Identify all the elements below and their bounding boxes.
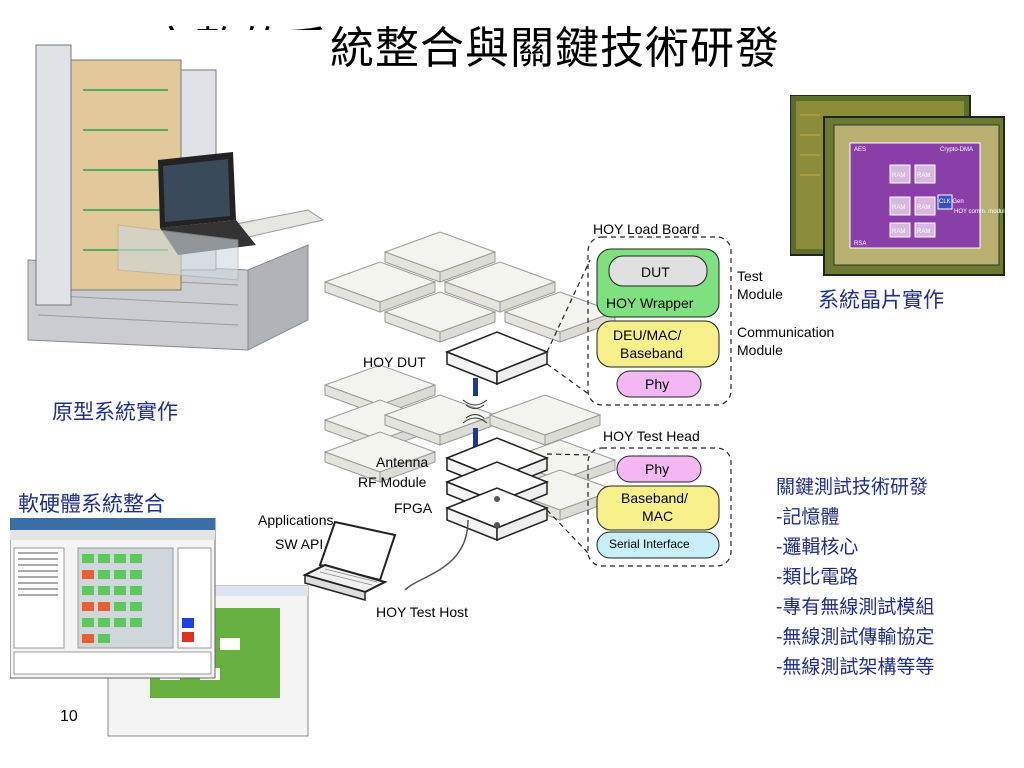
box-deu-mac-2: Baseband <box>620 345 684 361</box>
box-deu-mac-1: DEU/MAC/ <box>613 327 682 343</box>
chip-ram-3: RAM <box>892 205 905 211</box>
prototype-photo <box>8 30 328 360</box>
box-dut: DUT <box>641 264 670 280</box>
chip-ram-2: RAM <box>917 173 930 179</box>
chip-clk: CLK Gen <box>939 199 964 205</box>
tech-list: 關鍵測試技術研發 -記憶體 -邏輯核心 -類比電路 -專有無線測試模組 -無線測… <box>776 472 934 682</box>
caption-chip: 系統晶片實作 <box>818 288 944 312</box>
chip-hoy-comm: HOY comm. module <box>954 209 1009 215</box>
box-phy-top: Phy <box>645 376 670 392</box>
label-comm-1: Communication <box>737 324 835 340</box>
label-sw-api: SW API <box>275 536 324 552</box>
box-baseband-mac-1: Baseband/ <box>621 490 688 506</box>
chip-aes: AES <box>854 147 866 153</box>
label-fpga: FPGA <box>394 500 433 516</box>
label-test-host: HOY Test Host <box>376 604 469 620</box>
tech-item-logic: -邏輯核心 <box>776 536 859 558</box>
label-test-1: Test <box>737 268 763 284</box>
box-serial-interface: Serial Interface <box>609 537 690 551</box>
chip-ram-1: RAM <box>892 173 905 179</box>
label-hoy-dut: HOY DUT <box>363 354 426 370</box>
chip-ram-4: RAM <box>917 205 930 211</box>
tech-item-wireless-protocol: -無線測試傳輸協定 <box>776 626 935 648</box>
label-applications: Applications <box>258 512 334 528</box>
tech-item-wireless-arch: -無線測試架構等等 <box>776 656 935 678</box>
label-load-board: HOY Load Board <box>593 221 700 237</box>
tech-heading: 關鍵測試技術研發 <box>776 476 929 498</box>
chip-photo: AES Crypto-DMA RAM RAM RAM RAM RAM RAM C… <box>789 94 1010 280</box>
box-phy-bottom: Phy <box>645 461 670 477</box>
system-diagram <box>302 231 732 601</box>
page-number: 10 <box>60 708 78 725</box>
box-hoy-wrapper: HOY Wrapper <box>606 295 694 311</box>
label-test-2: Module <box>737 286 783 302</box>
box-baseband-mac-2: MAC <box>642 508 674 524</box>
label-antenna: Antenna <box>376 454 429 470</box>
caption-prototype: 原型系統實作 <box>52 400 178 424</box>
caption-software: 軟硬體系統整合 <box>18 492 165 516</box>
label-rf-module: RF Module <box>358 474 427 490</box>
tech-item-analog: -類比電路 <box>776 566 859 588</box>
chip-crypto: Crypto-DMA <box>940 147 973 153</box>
tech-item-memory: -記憶體 <box>776 506 840 528</box>
label-test-head: HOY Test Head <box>603 428 700 444</box>
chip-rsa: RSA <box>854 241 866 247</box>
tech-item-wireless-module: -專有無線測試模組 <box>776 596 935 618</box>
software-screenshots <box>9 517 310 738</box>
label-comm-2: Module <box>737 342 783 358</box>
chip-ram-5: RAM <box>892 229 905 235</box>
chip-ram-6: RAM <box>917 229 930 235</box>
